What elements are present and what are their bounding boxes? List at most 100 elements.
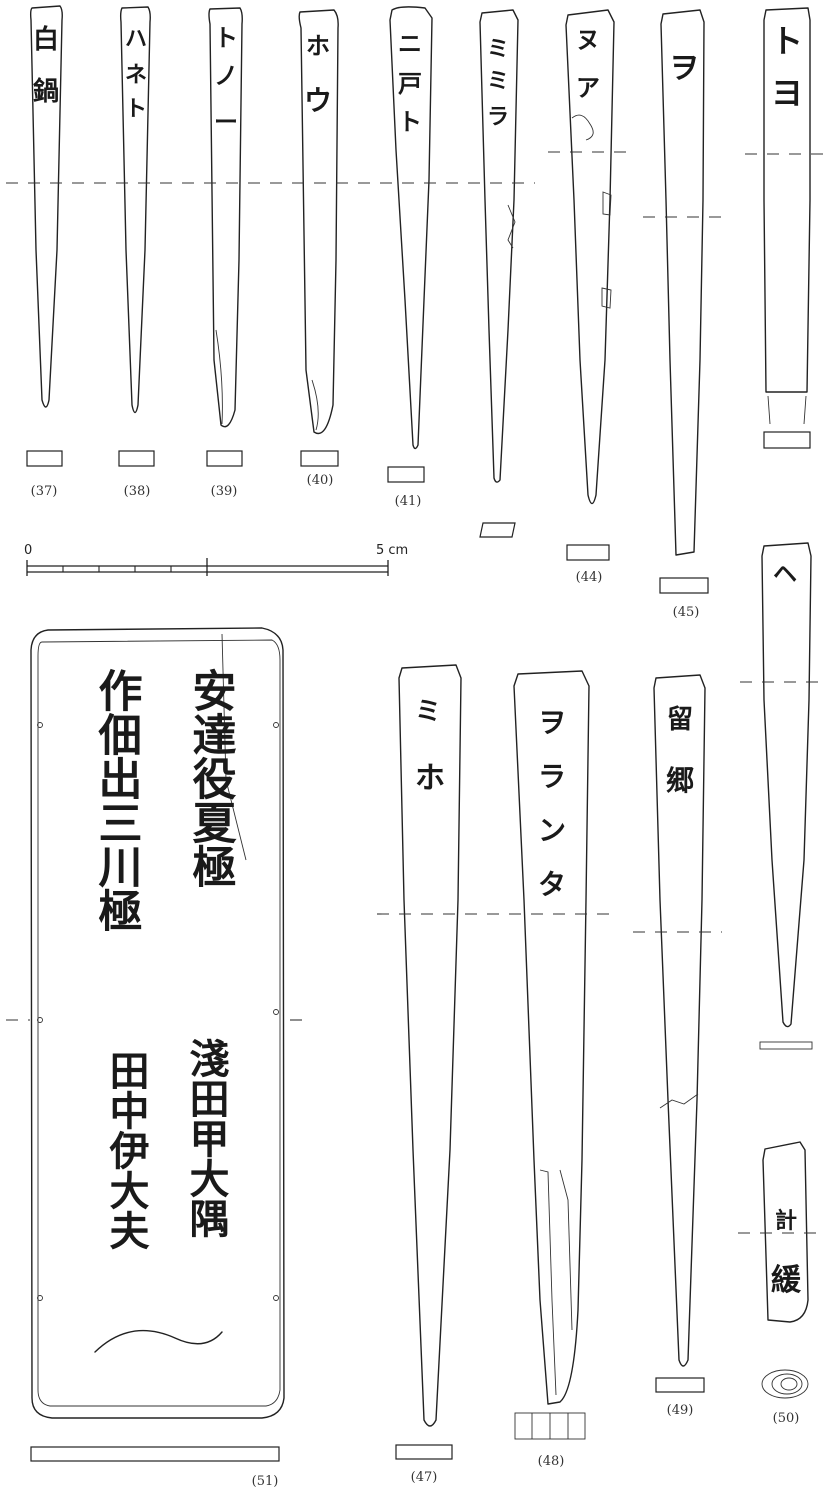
tag-40-label: (40) (307, 473, 334, 488)
tag-48-section (514, 1412, 586, 1440)
tag-43-char-1: ヌ (576, 25, 600, 54)
tag-43: ヌ ア (44) (565, 9, 615, 585)
tag-45-outline (763, 7, 811, 393)
tag-40: ホ ウ (40) (298, 9, 339, 488)
tag-40-char-2: ウ (304, 84, 332, 117)
center-lines (6, 151, 823, 1234)
tag-41-char-1: ニ (398, 29, 422, 58)
tag-43-notch-1 (602, 191, 612, 216)
tag-42-section (479, 522, 516, 538)
tag-37-char-2: 鍋 (33, 76, 59, 107)
tag-44: ヲ (45) (659, 9, 709, 620)
tag-42: ミ ミ ラ (479, 9, 519, 538)
tag-42-chip (507, 204, 516, 249)
tag-48-char-1: ヲ (538, 706, 566, 739)
tag-47-char-1: ミ (415, 697, 441, 727)
tag-37-char-1: 白 (33, 24, 59, 55)
tag-41-char-3: ト (398, 107, 422, 136)
tag-50-outline (762, 1141, 809, 1323)
tag-39-char-3: ー (214, 107, 238, 136)
tag-41-section (387, 466, 425, 483)
tag-43-char-2: ア (576, 73, 600, 102)
tag-50: 計 緩 (50) (761, 1141, 809, 1426)
tag-44-section (659, 577, 709, 594)
tag-47-label: (47) (411, 1470, 438, 1485)
tag-39-outline (208, 7, 243, 428)
tag-50-char-1: 計 (775, 1208, 797, 1234)
tag-46-section (759, 1041, 813, 1050)
tag-38-char-2: ネ (125, 62, 147, 88)
board-51-outline (30, 627, 285, 1419)
tag-45: ト ヨ (763, 7, 811, 449)
board-51-column-4: 田中伊大夫 (103, 1050, 151, 1250)
tag-49-crack (659, 1093, 699, 1109)
tag-47-char-2: ホ (415, 761, 445, 796)
board-51-flourish (94, 1329, 223, 1353)
tag-48-char-4: タ (538, 868, 566, 901)
tag-48-char-3: ン (538, 814, 566, 847)
board-51: 安達役夏極 作佃出三川極 淺田甲大隅 田中伊大夫 (51) (30, 627, 285, 1489)
tag-40-crack (311, 379, 319, 431)
tag-45-break (767, 395, 807, 425)
tag-45-char-2: ヨ (771, 74, 803, 112)
tag-45-char-1: ト (771, 22, 803, 60)
tag-40-char-1: ホ (306, 31, 330, 60)
tag-39-char-1: ト (214, 23, 238, 52)
tag-49-label: (49) (667, 1403, 694, 1418)
tag-37-section (26, 450, 63, 467)
board-51-column-1: 安達役夏極 (185, 668, 237, 888)
tag-43-outline (565, 9, 615, 505)
tag-37-label: (37) (31, 484, 58, 499)
tag-42-char-3: ラ (487, 104, 509, 130)
tag-42-char-2: ミ (487, 68, 509, 94)
tag-43-break (571, 114, 594, 141)
tag-43-section (566, 544, 610, 561)
tag-47-section (395, 1444, 453, 1460)
board-51-column-2: 作佃出三川極 (91, 668, 144, 932)
tag-43-label: (44) (576, 570, 603, 585)
tag-48-split (539, 1169, 573, 1396)
tag-45-section (763, 431, 811, 449)
tag-41-char-2: 戸 (398, 69, 422, 98)
tag-40-outline (298, 9, 339, 435)
tag-39: ト ノ ー (39) (206, 7, 243, 499)
tag-44-outline (660, 9, 705, 556)
tag-38-char-3: ト (125, 96, 147, 122)
tag-50-char-2: 緩 (771, 1263, 802, 1298)
tag-47: ミ ホ (47) (395, 664, 462, 1485)
tag-37: 白 鍋 (37) (26, 5, 63, 499)
scale-end-label: 5 cm (376, 543, 408, 558)
tag-47-outline (398, 664, 462, 1427)
board-51-crack (221, 633, 247, 861)
board-51-label: (51) (252, 1474, 279, 1489)
tag-38-outline (119, 6, 151, 414)
tag-48-label: (48) (538, 1454, 565, 1469)
tag-42-outline (479, 9, 519, 483)
tag-41: ニ 戸 ト (41) (387, 6, 433, 509)
tag-48: ヲ ラ ン タ (48) (513, 670, 590, 1469)
tag-41-outline (389, 6, 433, 450)
tag-49-section (655, 1377, 705, 1393)
tag-49-outline (653, 674, 706, 1367)
tag-49: 留 郷 (49) (653, 674, 706, 1418)
tag-41-label: (41) (395, 494, 422, 509)
board-51-section (30, 1446, 280, 1462)
tag-48-char-2: ラ (538, 760, 566, 793)
tag-49-char-2: 郷 (666, 764, 694, 797)
tag-50-label: (50) (773, 1411, 800, 1426)
tag-39-crack (215, 329, 223, 425)
tag-43-notch-2 (601, 287, 612, 309)
tag-46-char-1: ヘ (773, 559, 797, 588)
tag-50-section (761, 1369, 809, 1399)
scale-start-label: 0 (24, 543, 32, 558)
tag-38-section (118, 450, 155, 467)
tag-39-label: (39) (211, 484, 238, 499)
tag-44-char-1: ヲ (669, 51, 699, 86)
tag-48-outline (513, 670, 590, 1405)
tag-39-section (206, 450, 243, 467)
tag-38: ハ ネ ト (38) (118, 6, 155, 499)
tag-38-char-1: ハ (125, 26, 147, 52)
tag-46: ヘ (759, 542, 813, 1050)
tag-37-outline (29, 5, 63, 408)
